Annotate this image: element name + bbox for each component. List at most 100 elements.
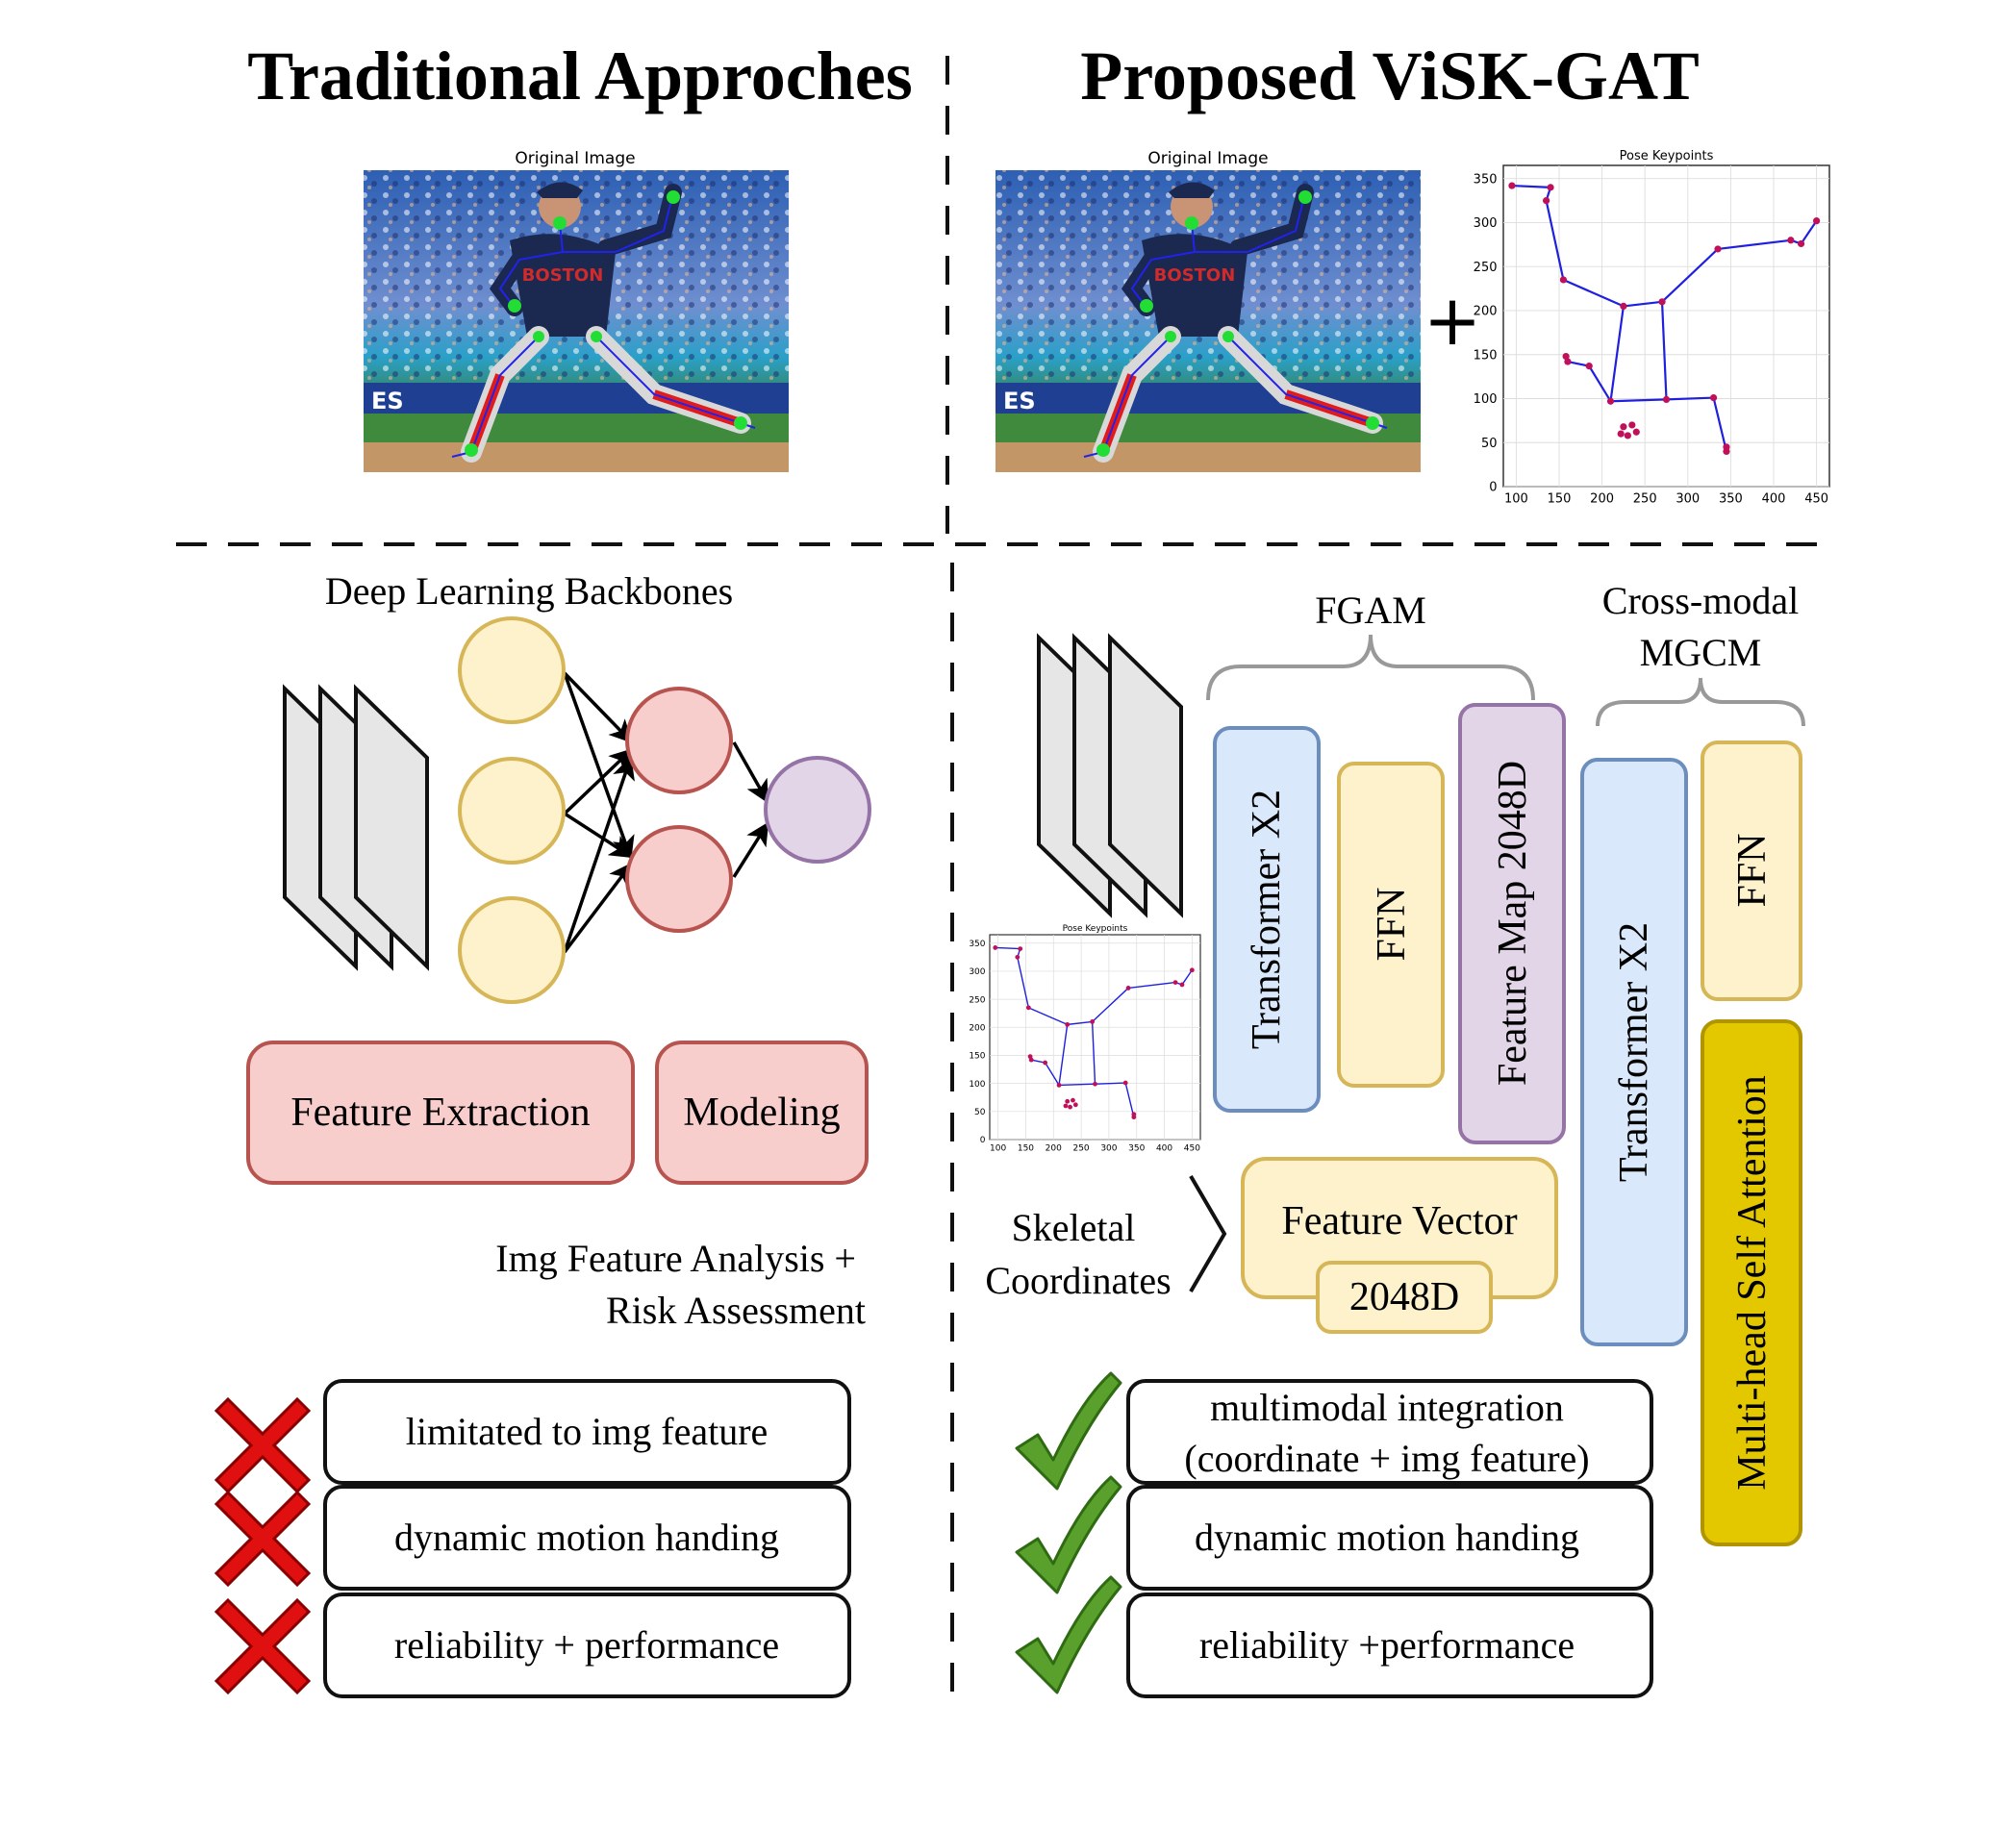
x-tick-label: 400 <box>1762 491 1786 506</box>
backbone-label: Deep Learning Backbones <box>325 569 733 613</box>
skeleton-bone <box>1661 248 1719 303</box>
ffn-label-mgcm: FFN <box>1730 833 1775 907</box>
ffn-label-fgam: FFN <box>1370 887 1414 961</box>
keypoint <box>1624 432 1631 439</box>
y-tick-label: 100 <box>1474 392 1498 407</box>
keypoint <box>1508 182 1516 189</box>
edge <box>563 672 635 860</box>
keypoint <box>1063 1103 1069 1109</box>
keypoint <box>1543 197 1550 205</box>
keypoint <box>1658 298 1666 306</box>
attention-label: Multi-head Self Attention <box>1730 1075 1775 1491</box>
y-tick-label: 200 <box>969 1023 985 1033</box>
analysis-label-line2: Risk Assessment <box>606 1289 866 1332</box>
limitation-text: reliability + performance <box>394 1623 779 1667</box>
x-tick-label: 450 <box>1184 1143 1200 1153</box>
feature-vector-label: Feature Vector <box>1281 1199 1517 1243</box>
jersey-text-left: BOSTON <box>522 265 604 286</box>
feature-extraction-box: Feature Extraction <box>246 1041 635 1185</box>
input-node <box>458 616 566 724</box>
x-tick-label: 200 <box>1046 1143 1062 1153</box>
feature-map-stack-right <box>1037 633 1183 918</box>
keypoint <box>1025 1005 1031 1011</box>
output-node <box>764 756 871 864</box>
cross-icon <box>214 1490 312 1588</box>
skeleton-bone <box>1095 1082 1126 1085</box>
skeleton-bone <box>1091 1021 1096 1085</box>
attention-block: Multi-head Self Attention <box>1701 1019 1802 1546</box>
skeleton-bone <box>1717 238 1791 251</box>
skeleton-bone <box>1567 360 1590 367</box>
hidden-node <box>625 825 733 933</box>
keypoint <box>1723 443 1730 451</box>
modeling-label: Modeling <box>683 1091 840 1135</box>
skeleton-bone <box>1545 200 1565 281</box>
skeleton-bone <box>1666 396 1714 401</box>
keypoint <box>1787 237 1795 244</box>
keypoint <box>1813 217 1821 225</box>
feature-map-stack-left <box>283 684 429 971</box>
skeleton-bone <box>1127 981 1176 990</box>
advantage-text: reliability +performance <box>1199 1623 1575 1667</box>
analysis-label-line1: Img Feature Analysis + <box>495 1237 856 1280</box>
transformer-block-fgam: Transformer X2 <box>1213 726 1321 1113</box>
y-tick-label: 350 <box>1474 172 1498 187</box>
advantage-text-line2: (coordinate + img feature) <box>1184 1437 1589 1480</box>
y-tick-label: 0 <box>980 1136 986 1145</box>
skeleton-bone <box>1800 220 1818 245</box>
mgcm-label-line1: Cross-modal <box>1602 579 1799 622</box>
plus-sign: + <box>1424 280 1481 361</box>
edge <box>563 862 633 954</box>
hidden-node <box>625 687 733 794</box>
fgam-label: FGAM <box>1315 589 1426 632</box>
plot-title: Pose Keypoints <box>1063 924 1128 934</box>
skeleton-bone <box>1660 301 1668 400</box>
x-tick-label: 150 <box>1018 1143 1034 1153</box>
image-caption-right: Original Image <box>1147 149 1268 168</box>
keypoint <box>1068 1104 1072 1110</box>
keypoint <box>1179 982 1185 988</box>
feature-map-block: Feature Map 2048D <box>1458 703 1566 1144</box>
keypoint <box>1714 245 1722 253</box>
edge <box>564 812 634 859</box>
advantage-row-3: reliability +performance <box>1015 1575 1653 1698</box>
title-proposed: Proposed ViSK-GAT <box>1080 38 1699 114</box>
x-tick-label: 400 <box>1156 1143 1172 1153</box>
modeling-box: Modeling <box>655 1041 869 1185</box>
y-tick-label: 200 <box>1474 305 1498 319</box>
skeleton-bone <box>1028 1007 1068 1026</box>
input-node <box>458 896 566 1004</box>
keypoint <box>1606 397 1615 405</box>
x-tick-label: 300 <box>1676 491 1700 506</box>
ffn-block-mgcm: FFN <box>1701 740 1802 1001</box>
advantage-row-1: multimodal integration (coordinate + img… <box>1015 1371 1653 1491</box>
y-tick-label: 250 <box>969 995 985 1005</box>
edge <box>732 741 769 804</box>
check-icon <box>1015 1371 1122 1491</box>
skeleton-bone <box>1181 969 1193 986</box>
keypoint <box>1015 954 1021 960</box>
neural-network <box>458 616 871 1004</box>
x-tick-label: 350 <box>1128 1143 1145 1153</box>
keypoint <box>1620 302 1627 311</box>
skeleton-bone <box>1017 957 1030 1009</box>
keypoint <box>1043 1060 1048 1066</box>
limitation-row-1: limitated to img feature <box>214 1379 851 1494</box>
feature-vector-block: Feature Vector 2048D <box>1241 1157 1558 1334</box>
fgam-brace <box>1206 634 1535 701</box>
skeleton-bone <box>1092 987 1129 1022</box>
y-tick-label: 100 <box>969 1080 985 1090</box>
keypoint <box>1189 967 1195 973</box>
skeletal-label-line1: Skeletal <box>1012 1206 1136 1249</box>
skeleton-bone <box>1059 1083 1096 1087</box>
x-tick-label: 300 <box>1100 1143 1117 1153</box>
skeleton-bone <box>1511 184 1551 188</box>
limitation-text: dynamic motion handing <box>394 1516 779 1559</box>
x-tick-label: 350 <box>1719 491 1743 506</box>
y-tick-label: 150 <box>1474 348 1498 363</box>
keypoint <box>1072 1102 1078 1108</box>
advantage-row-2: dynamic motion handing <box>1015 1475 1653 1594</box>
keypoint <box>1071 1097 1075 1103</box>
skeleton-bone <box>1124 1082 1135 1117</box>
